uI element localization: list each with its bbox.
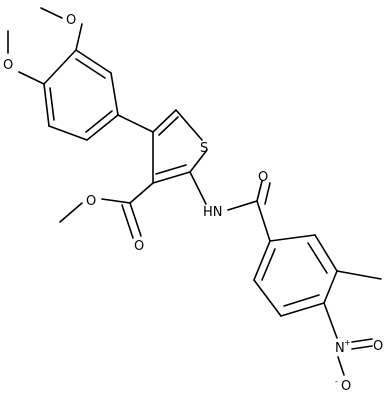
- bond: [175, 109, 203, 141]
- bond: [75, 58, 106, 79]
- atom-label-hn-amide: HN: [203, 205, 223, 220]
- atom-label-n-nitro: N: [335, 341, 345, 356]
- bond: [75, 23, 83, 51]
- bond: [152, 109, 177, 133]
- bond: [253, 240, 271, 281]
- atom-label-o-ester-double: O: [134, 239, 144, 254]
- charge-plus-n-nitro: +: [344, 338, 351, 347]
- bond: [283, 294, 320, 307]
- atom-label-o-left-methoxy: O: [3, 58, 13, 73]
- bond: [189, 149, 208, 173]
- bond: [43, 83, 50, 127]
- atom-label-o-amide: O: [258, 170, 268, 185]
- bond: [158, 116, 179, 136]
- bond: [264, 182, 271, 205]
- bond: [110, 72, 119, 116]
- atom-label-o-nitro-bottom: O: [341, 379, 351, 394]
- bond: [256, 180, 263, 202]
- bond: [337, 356, 345, 376]
- bond: [59, 202, 83, 223]
- bond: [323, 302, 338, 339]
- bond: [86, 114, 119, 141]
- atom-label-o-nitro-top: O: [373, 339, 383, 354]
- bond: [155, 164, 187, 175]
- bond: [121, 204, 134, 239]
- bond: [323, 270, 338, 304]
- bond: [129, 182, 154, 204]
- bond: [307, 242, 328, 274]
- bond: [85, 110, 113, 133]
- bond: [40, 7, 63, 19]
- bond: [351, 338, 373, 343]
- bond: [117, 114, 154, 133]
- bond: [43, 49, 77, 85]
- bond: [227, 200, 258, 211]
- bond: [49, 87, 55, 121]
- bond: [314, 234, 338, 272]
- bond: [351, 345, 373, 350]
- bond: [256, 200, 271, 242]
- bond: [18, 71, 45, 85]
- bond: [261, 248, 276, 281]
- atom-label-o-top-methoxy: O: [66, 13, 76, 28]
- charge-minus-o-nitro: -: [335, 377, 338, 386]
- atom-label-s-thiophene: S: [200, 141, 208, 156]
- bond: [48, 125, 88, 141]
- bond: [336, 270, 382, 280]
- bond: [269, 234, 316, 242]
- bond: [75, 49, 112, 74]
- bond: [280, 302, 325, 317]
- atom-label-o-ester-single: O: [86, 194, 96, 209]
- bond: [101, 198, 131, 204]
- bond: [129, 202, 142, 237]
- bond: [253, 279, 282, 317]
- bond: [189, 171, 207, 205]
- bond: [152, 171, 191, 184]
